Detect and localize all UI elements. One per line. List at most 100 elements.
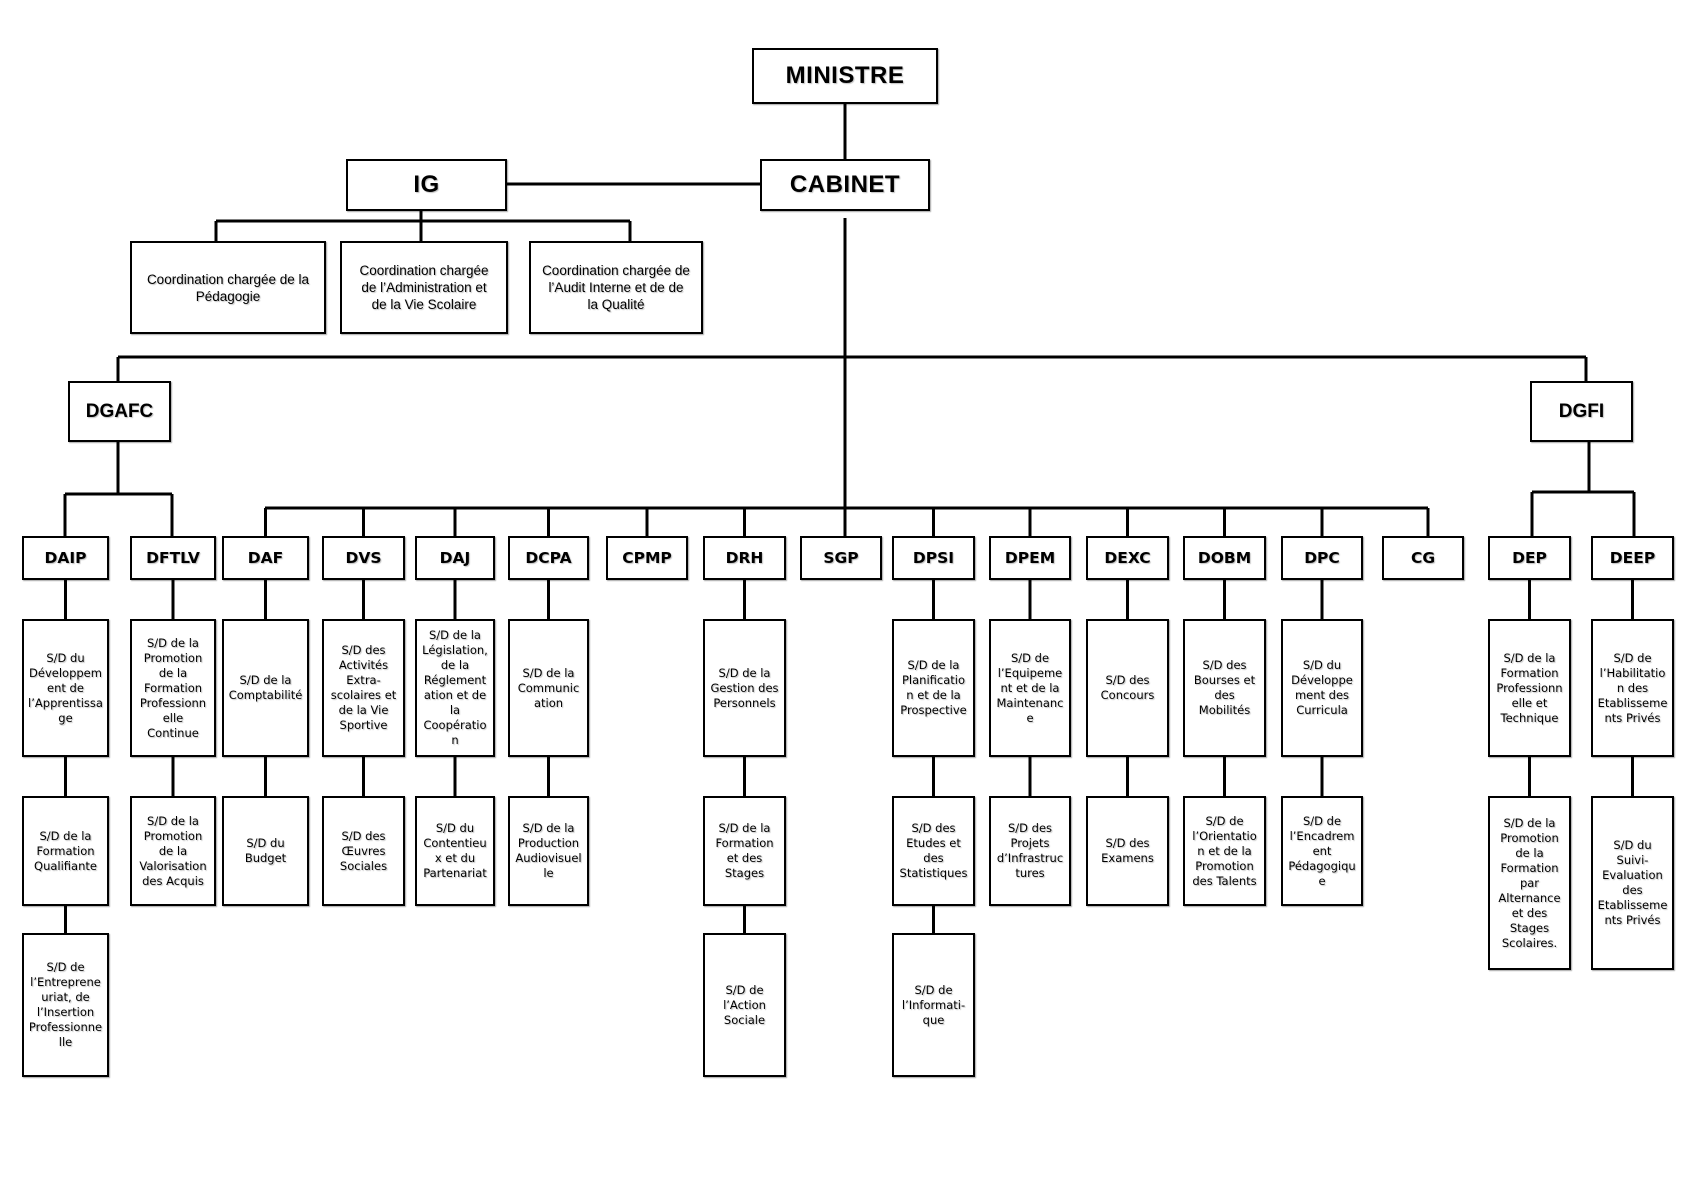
node-directorate-drh[interactable]: DRH [703, 536, 786, 580]
node-subdirectorate[interactable]: S/D des Concours [1086, 619, 1169, 757]
node-subdirectorate[interactable]: S/D de la Promotion de la Formation Prof… [130, 619, 216, 757]
node-subdirectorate[interactable]: S/D de l’Informati- que [892, 933, 975, 1077]
subdirectorate-label: S/D de la Formation et des Stages [715, 821, 774, 880]
node-subdirectorate[interactable]: S/D de la Formation Qualifiante [22, 796, 109, 906]
node-subdirectorate[interactable]: S/D des Œuvres Sociales [322, 796, 405, 906]
node-coordination-pedagogie[interactable]: Coordination chargée de la Pédagogie [130, 241, 326, 334]
node-coordination-audit[interactable]: Coordination chargée de l’Audit Interne … [529, 241, 703, 334]
subdirectorate-label: S/D des Etudes et des Statistiques [899, 821, 968, 880]
node-directorate-dexc[interactable]: DEXC [1086, 536, 1169, 580]
node-directorate-dpc[interactable]: DPC [1281, 536, 1363, 580]
directorate-label: DEEP [1609, 549, 1656, 567]
node-ministre-label: MINISTRE [785, 62, 905, 89]
node-subdirectorate[interactable]: S/D du Développem ent de l’Apprentissa g… [22, 619, 109, 757]
directorate-label: SGP [823, 549, 859, 567]
subdirectorate-label: S/D du Contentieu x et du Partenariat [423, 821, 487, 880]
node-subdirectorate[interactable]: S/D de la Communic ation [508, 619, 589, 757]
node-subdirectorate[interactable]: S/D de la Comptabilité [222, 619, 309, 757]
subdirectorate-label: S/D de la Planificatio n et de la Prospe… [900, 658, 967, 717]
subdirectorate-label: S/D de la Législation, de la Réglement a… [422, 628, 488, 747]
node-subdirectorate[interactable]: S/D de l’Encadrem ent Pédagogiqu e [1281, 796, 1363, 906]
directorate-label: CPMP [622, 549, 672, 567]
subdirectorate-label: S/D des Concours [1100, 673, 1155, 702]
node-subdirectorate[interactable]: S/D des Etudes et des Statistiques [892, 796, 975, 906]
node-directorate-dobm[interactable]: DOBM [1183, 536, 1266, 580]
directorate-label: DOBM [1197, 549, 1252, 567]
directorate-label: DPSI [912, 549, 955, 567]
node-subdirectorate[interactable]: S/D de l’Habilitatio n des Etablisseme n… [1591, 619, 1674, 757]
subdirectorate-label: S/D de la Formation Professionn elle et … [1496, 650, 1563, 725]
subdirectorate-label: S/D de la Comptabilité [228, 673, 303, 702]
node-dgafc[interactable]: DGAFC [68, 381, 171, 442]
node-subdirectorate[interactable]: S/D du Suivi- Evaluation des Etablisseme… [1591, 796, 1674, 970]
node-subdirectorate[interactable]: S/D de l’Entreprene uriat, de l’Insertio… [22, 933, 109, 1077]
node-subdirectorate[interactable]: S/D de la Promotion de la Valorisation d… [130, 796, 216, 906]
node-subdirectorate[interactable]: S/D de la Formation et des Stages [703, 796, 786, 906]
node-directorate-cpmp[interactable]: CPMP [606, 536, 688, 580]
directorate-label: DAJ [439, 549, 471, 567]
node-cabinet[interactable]: CABINET [760, 159, 930, 211]
subdirectorate-label: S/D du Suivi- Evaluation des Etablisseme… [1597, 838, 1668, 927]
node-subdirectorate[interactable]: S/D de la Production Audiovisuel le [508, 796, 589, 906]
node-dgfi[interactable]: DGFI [1530, 381, 1633, 442]
directorate-label: DFTLV [146, 549, 200, 567]
node-directorate-deep[interactable]: DEEP [1591, 536, 1674, 580]
subdirectorate-label: S/D de la Promotion de la Formation par … [1498, 815, 1561, 950]
node-subdirectorate[interactable]: S/D du Développe ment des Curricula [1281, 619, 1363, 757]
node-subdirectorate[interactable]: S/D de la Formation Professionn elle et … [1488, 619, 1571, 757]
node-ig[interactable]: IG [346, 159, 507, 211]
subdirectorate-label: S/D du Budget [244, 836, 287, 865]
node-dgfi-label: DGFI [1558, 400, 1605, 422]
directorate-label: DEP [1512, 549, 1547, 567]
node-subdirectorate[interactable]: S/D des Bourses et des Mobilités [1183, 619, 1266, 757]
coordination-label: Coordination chargée de l’Audit Interne … [542, 263, 690, 312]
node-directorate-daj[interactable]: DAJ [415, 536, 495, 580]
subdirectorate-label: S/D de l’Encadrem ent Pédagogiqu e [1288, 813, 1356, 888]
subdirectorate-label: S/D de la Formation Qualifiante [34, 828, 97, 873]
node-directorate-cg[interactable]: CG [1382, 536, 1464, 580]
node-directorate-dpem[interactable]: DPEM [989, 536, 1071, 580]
node-subdirectorate[interactable]: S/D de l’Action Sociale [703, 933, 786, 1077]
directorate-label: DAF [247, 549, 284, 567]
subdirectorate-label: S/D de l’Orientatio n et de la Promotion… [1192, 813, 1257, 888]
subdirectorate-label: S/D de la Communic ation [517, 665, 580, 710]
directorate-label: DCPA [525, 549, 572, 567]
subdirectorate-label: S/D de l’Equipeme nt et de la Maintenanc… [996, 650, 1064, 725]
node-directorate-daip[interactable]: DAIP [22, 536, 109, 580]
node-subdirectorate[interactable]: S/D des Examens [1086, 796, 1169, 906]
node-directorate-sgp[interactable]: SGP [800, 536, 882, 580]
node-ministre[interactable]: MINISTRE [752, 48, 938, 104]
node-directorate-dvs[interactable]: DVS [322, 536, 405, 580]
subdirectorate-label: S/D de l’Informati- que [901, 982, 966, 1027]
directorate-label: DVS [345, 549, 382, 567]
subdirectorate-label: S/D de l’Entreprene uriat, de l’Insertio… [28, 960, 103, 1049]
node-directorate-daf[interactable]: DAF [222, 536, 309, 580]
directorate-label: DEXC [1104, 549, 1151, 567]
subdirectorate-label: S/D des Examens [1101, 836, 1154, 865]
node-subdirectorate[interactable]: S/D de l’Orientatio n et de la Promotion… [1183, 796, 1266, 906]
node-subdirectorate[interactable]: S/D du Contentieu x et du Partenariat [415, 796, 495, 906]
directorate-label: DPEM [1004, 549, 1056, 567]
node-coordination-administration[interactable]: Coordination chargée de l’Administration… [340, 241, 508, 334]
node-subdirectorate[interactable]: S/D de la Promotion de la Formation par … [1488, 796, 1571, 970]
node-ig-label: IG [413, 171, 440, 198]
subdirectorate-label: S/D des Œuvres Sociales [339, 828, 388, 873]
node-directorate-dcpa[interactable]: DCPA [508, 536, 589, 580]
node-subdirectorate[interactable]: S/D de la Gestion des Personnels [703, 619, 786, 757]
directorate-label: DRH [725, 549, 764, 567]
node-subdirectorate[interactable]: S/D des Projets d’Infrastruc tures [989, 796, 1071, 906]
subdirectorate-label: S/D de l’Action Sociale [723, 982, 766, 1027]
node-subdirectorate[interactable]: S/D de l’Equipeme nt et de la Maintenanc… [989, 619, 1071, 757]
node-subdirectorate[interactable]: S/D des Activités Extra- scolaires et de… [322, 619, 405, 757]
directorate-label: DPC [1304, 549, 1340, 567]
node-subdirectorate[interactable]: S/D du Budget [222, 796, 309, 906]
node-subdirectorate[interactable]: S/D de la Planificatio n et de la Prospe… [892, 619, 975, 757]
node-directorate-dftlv[interactable]: DFTLV [130, 536, 216, 580]
subdirectorate-label: S/D du Développem ent de l’Apprentissa g… [28, 650, 103, 725]
node-directorate-dep[interactable]: DEP [1488, 536, 1571, 580]
subdirectorate-label: S/D des Projets d’Infrastruc tures [996, 821, 1064, 880]
node-subdirectorate[interactable]: S/D de la Législation, de la Réglement a… [415, 619, 495, 757]
node-directorate-dpsi[interactable]: DPSI [892, 536, 975, 580]
coordination-label: Coordination chargée de l’Administration… [359, 263, 489, 312]
